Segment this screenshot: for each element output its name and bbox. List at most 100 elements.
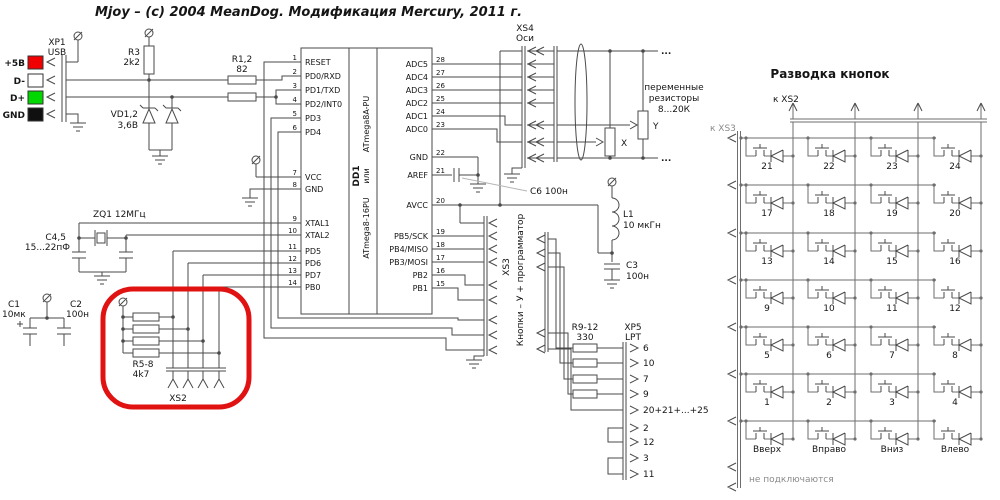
pot-y-body: [637, 110, 649, 140]
ic-pin-name: PB3/MOSI: [389, 258, 428, 267]
wire-power-pins: [249, 164, 288, 198]
usb-pin-gnd-label: GND: [3, 111, 25, 121]
c3-value-label: 100н: [626, 272, 649, 282]
matrix-to-xs3-label: к XS3: [710, 124, 736, 134]
junction-dot: [121, 327, 125, 331]
matrix-button-number: 17: [761, 209, 772, 219]
junction-dot: [274, 95, 278, 99]
ic-pin-number: 23: [436, 121, 445, 129]
matrix-not-connected-label: не подключаются: [749, 475, 834, 485]
r3-value-label: 2k2: [123, 58, 140, 68]
ic-pin-name: PB1: [413, 284, 428, 293]
matrix-to-xs2-label: к XS2: [773, 95, 799, 105]
matrix-button-number: 2: [826, 398, 832, 408]
ic-pin-number: 20: [436, 197, 445, 205]
matrix-button-number: 4: [952, 398, 958, 408]
ic-pin-number: 7: [293, 169, 297, 177]
pot-wiper-arrows: [595, 120, 639, 147]
ic-pin-name: XTAL1: [305, 219, 330, 228]
junction-dot: [201, 339, 205, 343]
junction-dot: [610, 251, 614, 255]
r912-value-label: 330: [576, 333, 593, 343]
r12-ref-label: R1,2: [232, 55, 253, 65]
ic-pin-name: ADC1: [406, 112, 428, 121]
matrix-button-number: 13: [761, 257, 772, 267]
junction-dot: [45, 316, 49, 320]
xs4-plug-arrows: [526, 46, 545, 163]
usb-pad-5v: [27, 55, 44, 70]
ic-pin-number: 18: [436, 241, 445, 249]
matrix-button-number: 3: [889, 398, 895, 408]
r58-value-label: 4k7: [133, 370, 150, 380]
resistor-r12-body: [572, 389, 598, 399]
resistor-r2-body: [227, 92, 257, 102]
wire-usb-section: [61, 37, 288, 156]
zener-diode-symbols: [139, 104, 182, 112]
ic-pin-number: 3: [293, 82, 297, 90]
matrix-button-number: 21: [761, 162, 772, 172]
c1-value-label: 10мк: [2, 310, 26, 320]
matrix-button-number: 12: [949, 304, 960, 314]
ic-pin-number: 17: [436, 254, 445, 262]
xp5-pin-label: 10: [643, 359, 655, 369]
ic-pin-name: VCC: [305, 173, 322, 182]
usb-pad-gnd: [27, 107, 44, 122]
xp5-pin-label: 9: [643, 390, 649, 400]
xp5-pin-label: 12: [643, 438, 654, 448]
l1-value-label: 10 мкГн: [623, 221, 661, 231]
xp5-pin-arrow: [629, 469, 640, 479]
junction-dot: [498, 203, 502, 207]
xp5-pin-label: 20+21+...+25: [643, 406, 709, 416]
junction-dot: [641, 156, 645, 160]
matrix-button-number: 19: [886, 209, 898, 219]
vd12-ref-label: VD1,2: [111, 110, 138, 120]
pots-note-line2: резисторы: [649, 94, 699, 104]
matrix-button-number: 18: [823, 209, 835, 219]
matrix-button-number: 11: [886, 304, 897, 314]
matrix-button-number: 10: [823, 304, 835, 314]
ic-pin-name: PB2: [413, 271, 428, 280]
junction-dot: [77, 236, 81, 240]
wire-crystal-section: [72, 222, 288, 276]
resistor-r6-body: [132, 324, 160, 334]
matrix-button-number: 15: [886, 257, 897, 267]
ic-pin-number: 2: [293, 68, 297, 76]
pots-note-line1: переменные: [644, 83, 704, 93]
wire-xp5-section: [607, 342, 627, 480]
junction-dot: [124, 236, 128, 240]
xp5-pin-arrow: [629, 437, 640, 447]
ic-pin-number: 22: [436, 149, 445, 157]
labels: Mjoy – (c) 2004 MeanDog. Модификация Mer…: [2, 5, 890, 485]
wire-wraps-below-ic: [263, 61, 484, 351]
ic-pin-number: 16: [436, 267, 445, 275]
junction-dot: [121, 315, 125, 319]
junction-dot: [217, 351, 221, 355]
ic-pin-name: PD3: [305, 114, 321, 123]
ic-ref-label: DD1: [352, 165, 362, 186]
pot-x-body: [604, 127, 616, 157]
xp5-pin-arrow: [629, 343, 640, 353]
zener-triangles: [142, 107, 179, 124]
matrix-button-number: 16: [949, 257, 961, 267]
ic-pin-number: 14: [288, 279, 297, 287]
ic-pin-name: PD7: [305, 271, 321, 280]
pot-x-label: X: [621, 139, 627, 149]
resistor-r5-body: [132, 312, 160, 322]
ic-pin-name: PD5: [305, 247, 321, 256]
ellipsis-top: ...: [661, 47, 671, 57]
vd12-value-label: 3,6В: [118, 121, 139, 131]
r912-ref-label: R9-12: [572, 323, 599, 333]
ic-pin-number: 6: [293, 124, 298, 132]
l1-ref-label: L1: [623, 210, 634, 220]
junction-dot: [458, 203, 462, 207]
ic-pin-name: AREF: [407, 171, 428, 180]
ground-symbols: [70, 122, 620, 369]
r58-ref-label: R5-8: [133, 360, 154, 370]
resistor-r8-body: [132, 348, 160, 358]
xp5-pin-arrow: [629, 389, 640, 399]
ic-dividers: [348, 48, 378, 314]
schematic-wires: [17, 37, 658, 480]
